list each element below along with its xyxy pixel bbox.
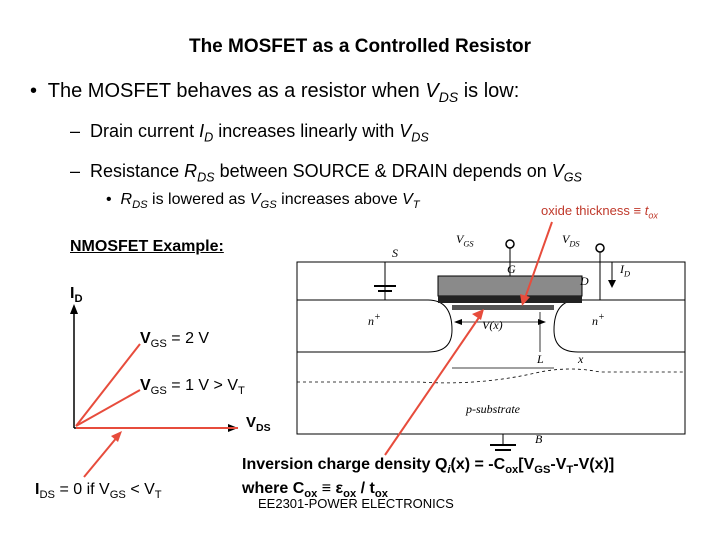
subbullet-resistance: – Resistance RDS between SOURCE & DRAIN … <box>70 161 582 185</box>
text: Drain current <box>90 121 200 141</box>
oxide-capacitance-definition: where Cox ≡ εox / tox <box>242 480 388 501</box>
inversion-channel <box>452 305 554 310</box>
gate-electrode <box>437 275 583 297</box>
pointer-ids-zero-arrow-icon <box>111 431 122 442</box>
x-label: x <box>578 352 584 366</box>
vds-label: VDS <box>562 232 580 249</box>
mosfet-cross-section <box>296 239 686 451</box>
oxide-thickness-note: oxide thickness ≡ tox <box>541 203 658 221</box>
text: increases above <box>276 191 403 208</box>
label-vgs-1v: VGS = 1 V > VT <box>140 377 245 398</box>
dash: – <box>70 161 81 181</box>
symbol-sub: T <box>412 199 420 212</box>
inversion-pointer <box>384 315 481 456</box>
substrate-label: p-substrate <box>466 402 520 416</box>
line-vgs-2v <box>75 343 141 427</box>
slide-footer: EE2301-POWER ELECTRONICS <box>258 496 454 511</box>
symbol-vt: V <box>402 191 413 208</box>
symbol-v: V <box>399 121 412 141</box>
symbol-i: I <box>199 121 205 141</box>
subsubbullet-rds-lowered: • RDS is lowered as VGS increases above … <box>106 191 420 211</box>
id-arrow-head-icon <box>608 280 616 288</box>
depletion-boundary <box>297 368 685 384</box>
inversion-charge-equation: Inversion charge density Qi(x) = -Cox[VG… <box>242 456 615 477</box>
slide-title: The MOSFET as a Controlled Resistor <box>188 36 532 57</box>
symbol-sub: ox <box>648 210 658 221</box>
drain-terminal <box>595 243 605 253</box>
bullet-mosfet-resistor: • The MOSFET behaves as a resistor when … <box>30 80 519 105</box>
symbol-sub: D <box>204 130 214 145</box>
colon: : <box>218 238 224 255</box>
label-ids-zero: IDS = 0 if VGS < VT <box>35 481 162 502</box>
symbol-sub: DS <box>132 199 148 212</box>
symbol-sub: DS <box>411 130 429 145</box>
subbullet-drain-current: – Drain current ID increases linearly wi… <box>70 121 429 145</box>
oxide-pointer <box>524 221 553 299</box>
plot-xlabel: VDS <box>246 414 271 434</box>
symbol-sub: DS <box>438 89 459 105</box>
source-n-plus-region <box>297 299 453 353</box>
gate-oxide <box>438 296 582 303</box>
symbol-sub: GS <box>260 199 277 212</box>
symbol-v: V <box>249 191 261 208</box>
iv-plot <box>70 304 238 478</box>
body-label: B <box>535 432 543 446</box>
label-vgs-2v: VGS = 2 V <box>140 330 210 351</box>
symbol-r: R <box>184 161 198 181</box>
text: increases linearly with <box>213 121 400 141</box>
bullet-text: The MOSFET behaves as a resistor when <box>47 80 426 102</box>
drain-n-plus-label: n+ <box>592 312 605 328</box>
symbol-t: t <box>644 203 649 218</box>
text: between SOURCE & DRAIN depends on <box>214 161 552 181</box>
bullet-mark: • <box>106 191 112 208</box>
vx-label: V(x) <box>482 318 503 332</box>
text: is lowered as <box>147 191 250 208</box>
symbol-r: R <box>120 191 133 208</box>
id-label: ID <box>620 262 631 279</box>
example-heading: NMOSFET Example: <box>70 238 224 256</box>
gate-label: G <box>507 262 516 276</box>
pointer-ids-zero <box>83 435 119 478</box>
bullet-mark: • <box>30 80 38 102</box>
symbol-sub: DS <box>197 170 215 185</box>
drain-label: D <box>580 274 589 288</box>
gate-terminal <box>505 239 515 249</box>
oxide-pointer-arrow-icon <box>520 294 530 306</box>
dash: – <box>70 121 81 141</box>
symbol-v: V <box>551 161 564 181</box>
y-axis-arrow-icon <box>70 304 78 314</box>
bullet-text-end: is low: <box>458 80 520 102</box>
text: Resistance <box>90 161 185 181</box>
symbol-v: V <box>425 80 439 102</box>
text: oxide thickness ≡ <box>541 203 645 218</box>
l-label: L <box>537 352 544 366</box>
symbol-sub: GS <box>563 170 582 185</box>
plot-ylabel: ID <box>70 285 83 306</box>
vgs-label: VGS <box>456 232 474 249</box>
source-n-plus-label: n+ <box>368 312 381 328</box>
vx-arrow-left-icon <box>454 319 462 325</box>
source-label: S <box>392 246 398 260</box>
example-title: NMOSFET Example <box>70 238 219 255</box>
inversion-pointer-arrow-icon <box>472 309 484 320</box>
line-vgs-1v <box>75 389 141 427</box>
annotation-arrows <box>384 221 553 456</box>
